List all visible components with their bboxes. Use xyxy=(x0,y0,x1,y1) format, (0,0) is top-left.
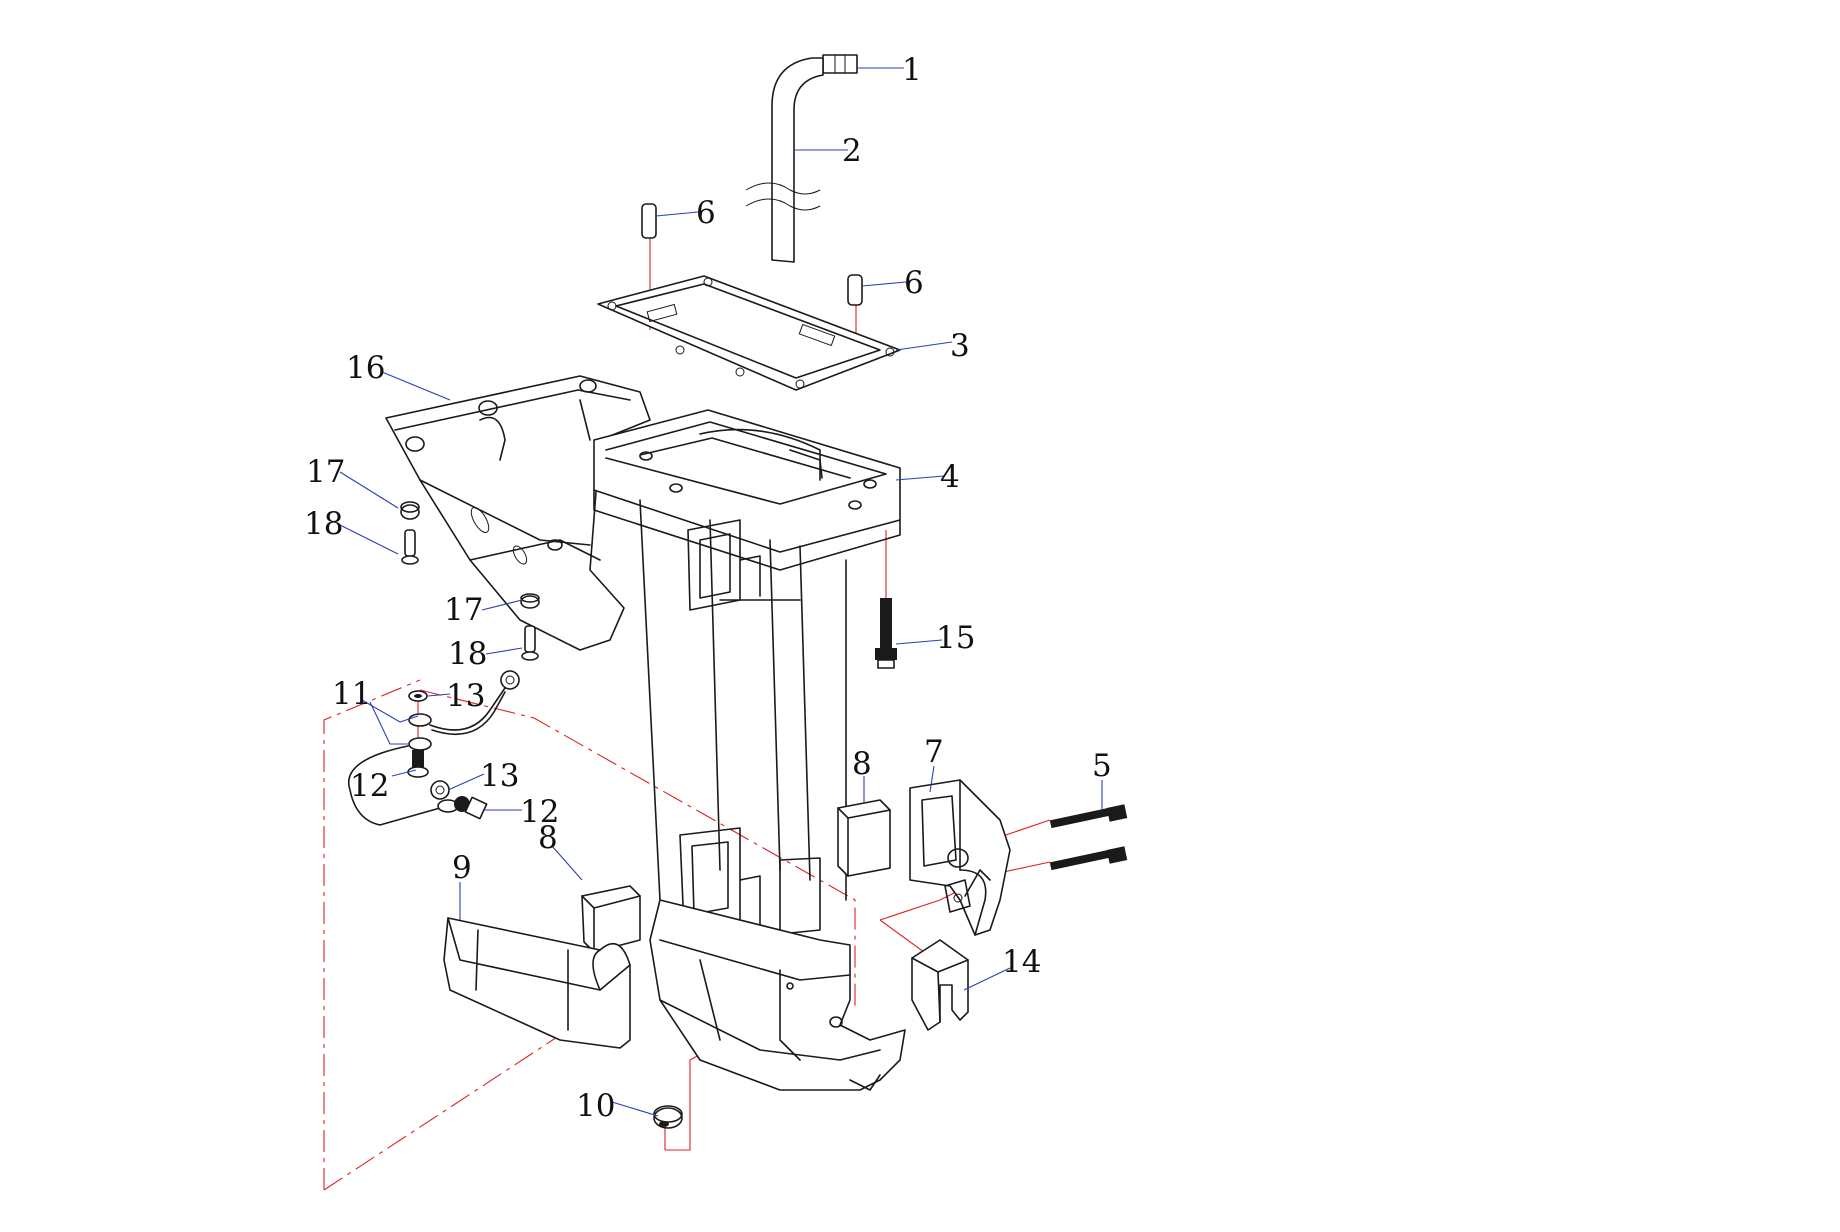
part-11-12-13-ground-wires xyxy=(347,670,520,826)
callout-12-upper: 12 xyxy=(350,768,389,804)
part-4-driveshaft-housing xyxy=(593,409,906,1091)
callout-17-lower: 17 xyxy=(444,592,483,628)
callout-17-upper: 17 xyxy=(306,454,345,490)
callout-16: 16 xyxy=(346,350,385,386)
assembly-center-lines xyxy=(323,238,1051,1191)
callout-13-upper: 13 xyxy=(446,678,485,714)
part-9-lower-mount-cover xyxy=(443,917,631,1049)
callout-5: 5 xyxy=(1092,748,1112,784)
callout-13-lower: 13 xyxy=(480,758,519,794)
callout-8-left: 8 xyxy=(538,820,558,856)
part-14-mount-block xyxy=(911,939,969,1031)
callout-6-upper: 6 xyxy=(696,195,716,231)
callout-4: 4 xyxy=(940,459,960,495)
part-5-screws xyxy=(1049,804,1128,871)
callout-3: 3 xyxy=(950,328,970,364)
callout-2: 2 xyxy=(842,133,862,169)
part-1-2-water-tube xyxy=(745,54,858,263)
callout-11: 11 xyxy=(332,676,371,712)
callout-18-upper: 18 xyxy=(304,506,343,542)
callout-7: 7 xyxy=(924,734,944,770)
callout-labels: 1 2 6 6 3 16 4 17 18 17 15 18 11 13 12 1… xyxy=(304,52,1112,1124)
callout-9: 9 xyxy=(452,850,472,886)
part-10-drain-plug xyxy=(653,1105,683,1129)
callout-6-lower: 6 xyxy=(904,265,924,301)
callout-12-lower: 12 xyxy=(520,794,559,830)
part-15-bolt xyxy=(875,598,897,669)
leader-lines xyxy=(337,67,1103,1117)
callout-8-right: 8 xyxy=(852,746,872,782)
callout-18-lower: 18 xyxy=(448,636,487,672)
part-6-dowel-pins xyxy=(641,203,863,306)
callout-1: 1 xyxy=(902,52,922,88)
part-7-mount-bracket xyxy=(909,779,1011,936)
part-17-18-grommets-screws xyxy=(400,501,540,661)
part-3-gasket xyxy=(597,275,901,391)
callout-14: 14 xyxy=(1002,944,1041,980)
callout-15: 15 xyxy=(936,620,975,656)
part-8-rubber-mounts xyxy=(581,799,891,953)
callout-10: 10 xyxy=(576,1088,615,1124)
part-16-splash-cover xyxy=(385,375,651,651)
